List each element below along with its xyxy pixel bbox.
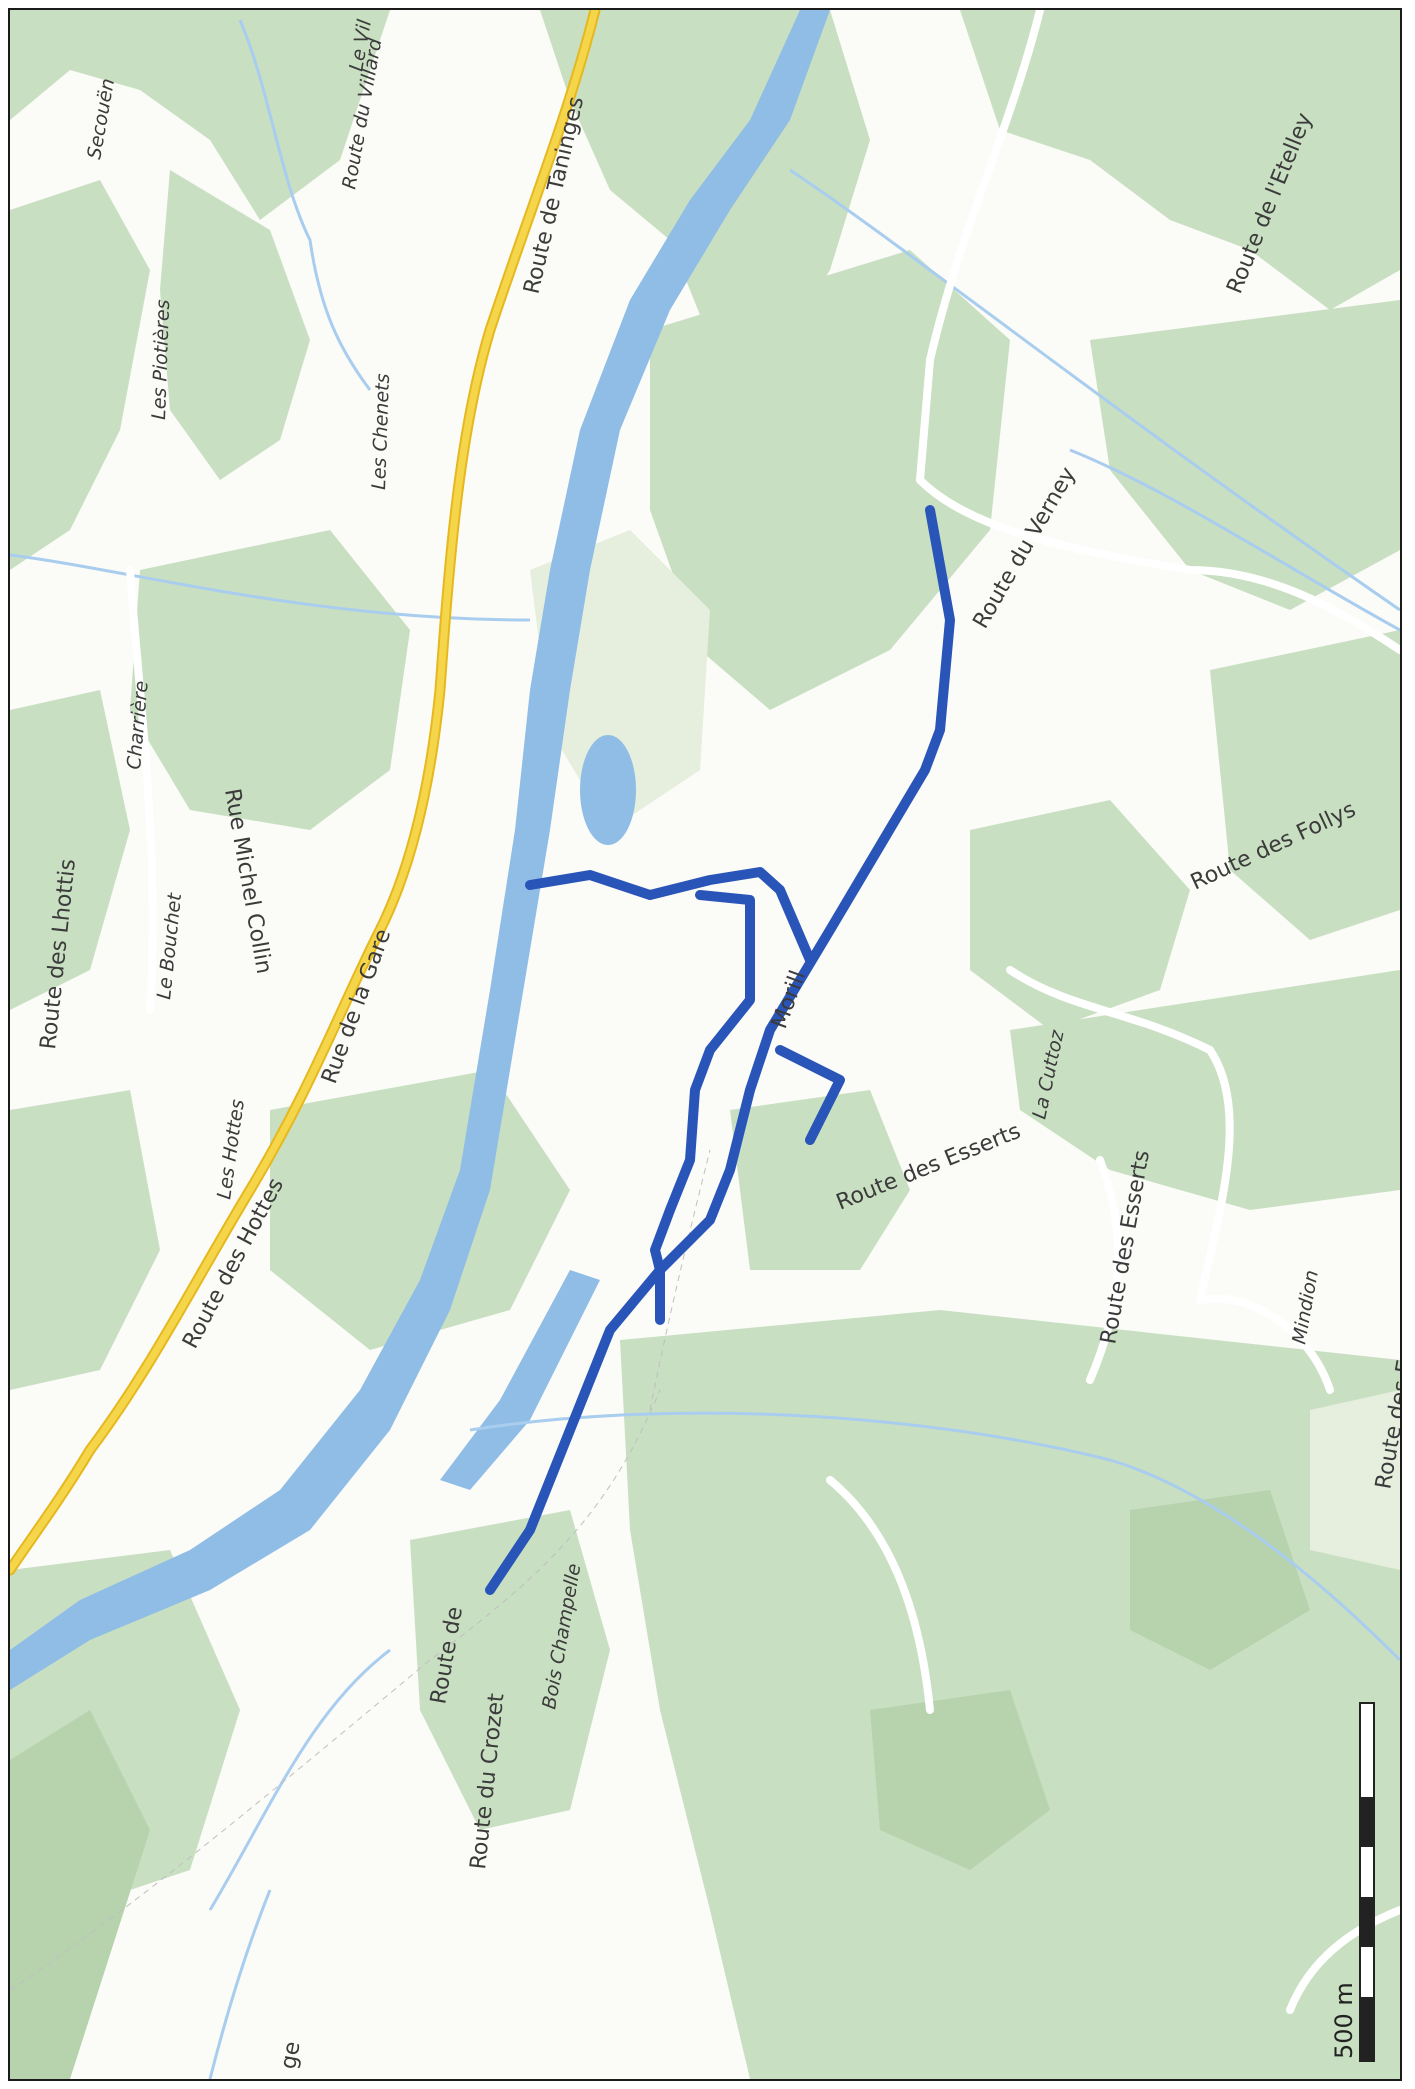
river-arm <box>440 1270 600 1490</box>
scale-bar-segment <box>1360 1997 1374 2061</box>
scale-bar: 500 m <box>1330 1702 1375 2062</box>
river <box>10 10 830 1690</box>
minor-roads <box>126 10 1400 2014</box>
forest-areas <box>10 10 1400 2079</box>
map-frame: Secouën Route du Villard Le Vil Route de… <box>8 8 1402 2081</box>
scale-bar-segment <box>1360 1897 1374 1947</box>
scale-label: 500 m <box>1330 1982 1358 2059</box>
label-ge: ge <box>276 2040 305 2071</box>
pond <box>580 735 636 845</box>
label-les-piotieres: Les Piotières <box>148 299 174 420</box>
highlighted-route[interactable] <box>485 505 955 1595</box>
map-canvas[interactable]: Secouën Route du Villard Le Vil Route de… <box>10 10 1400 2079</box>
label-les-chenets: Les Chenets <box>368 373 394 490</box>
scale-bar-segment <box>1360 1797 1374 1847</box>
minor-roads-outline <box>10 1149 711 1991</box>
forest-darker-areas <box>10 1490 1310 2079</box>
main-road-fill <box>10 10 599 1574</box>
